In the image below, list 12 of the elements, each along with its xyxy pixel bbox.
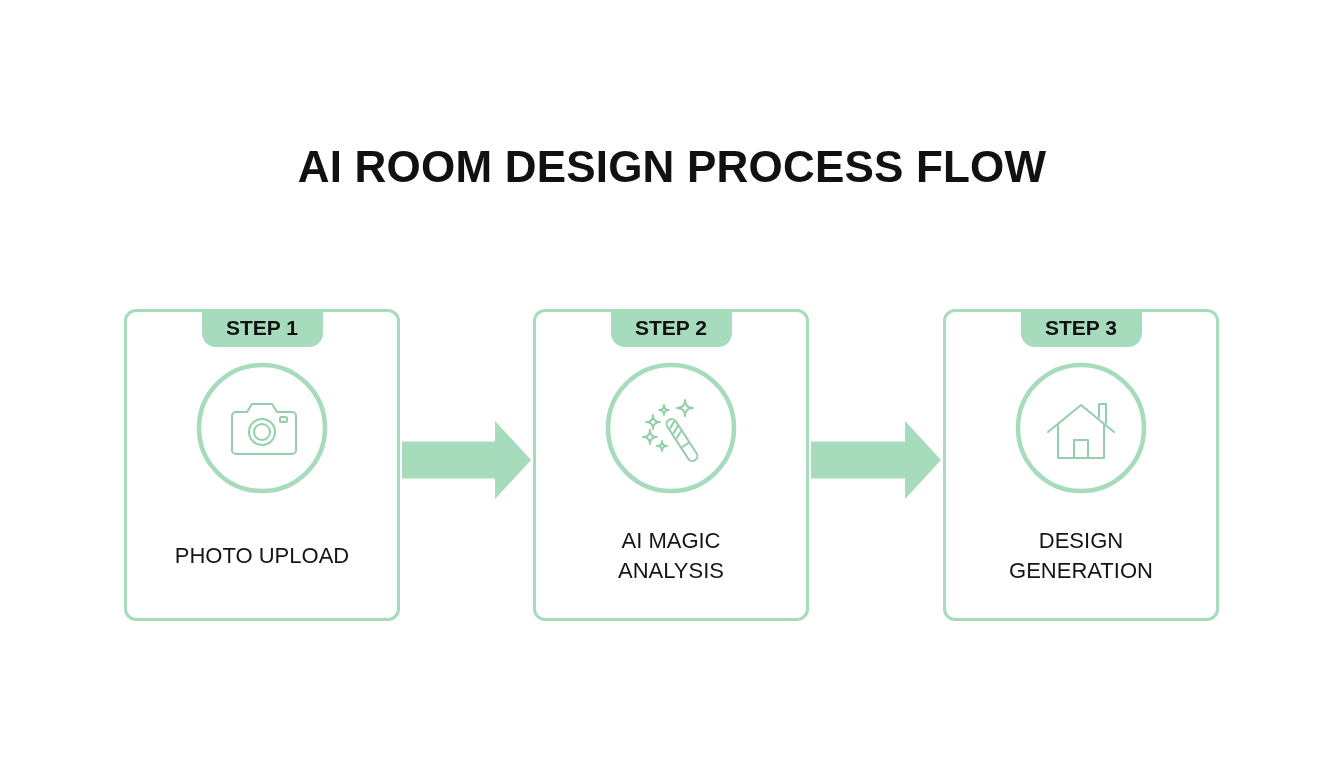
step-title: DESIGN GENERATION: [1008, 526, 1154, 585]
arrow: [811, 421, 941, 499]
step-title: AI MAGIC ANALYSIS: [617, 526, 725, 585]
step-card: [943, 309, 1219, 621]
step-tab: STEP 3: [1020, 309, 1142, 347]
step-card: [533, 309, 809, 621]
arrow: [402, 421, 531, 499]
step-tab: STEP 1: [201, 309, 323, 347]
step-tab: STEP 2: [610, 309, 732, 347]
step-title: PHOTO UPLOAD: [174, 541, 350, 570]
diagram-title: AI ROOM DESIGN PROCESS FLOW: [297, 141, 1047, 193]
step-card: [124, 309, 400, 621]
